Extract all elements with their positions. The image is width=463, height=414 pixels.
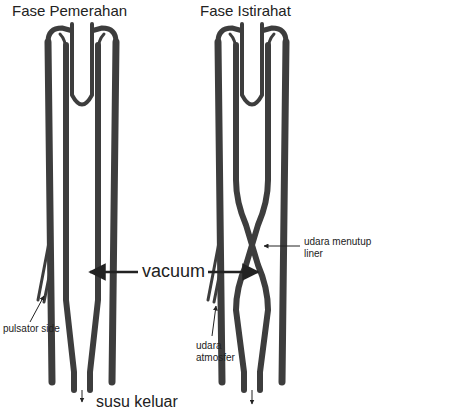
teat	[242, 24, 262, 105]
callout-label: udara menutup liner	[304, 236, 376, 259]
leader-line	[264, 246, 300, 247]
air-nipple	[214, 262, 222, 302]
cup-shell	[282, 42, 286, 382]
pulsator-nipple	[38, 232, 51, 300]
vacuum-arrow	[90, 271, 138, 274]
callout-label: pulsator side	[3, 323, 60, 335]
teat-cup-open	[38, 24, 116, 390]
pulsator-nipple	[44, 262, 52, 302]
callout-label: udara atmosfer	[196, 340, 246, 363]
vacuum-label: vacuum	[142, 261, 205, 282]
air-nipple	[208, 232, 221, 300]
teat-cup-collapsed	[208, 24, 286, 390]
milk-flow-arrow	[252, 390, 253, 404]
vacuum-arrow	[208, 271, 258, 274]
milk-flow-arrow	[82, 390, 83, 402]
teat	[72, 24, 92, 105]
leader-line	[30, 296, 44, 322]
leader-line	[212, 306, 216, 336]
cup-shell	[218, 42, 222, 382]
phase-heading: Fase Istirahat	[200, 2, 291, 19]
phase-heading: Fase Pemerahan	[12, 2, 127, 19]
output-label: susu keluar	[96, 393, 178, 411]
cup-shell	[112, 42, 116, 382]
